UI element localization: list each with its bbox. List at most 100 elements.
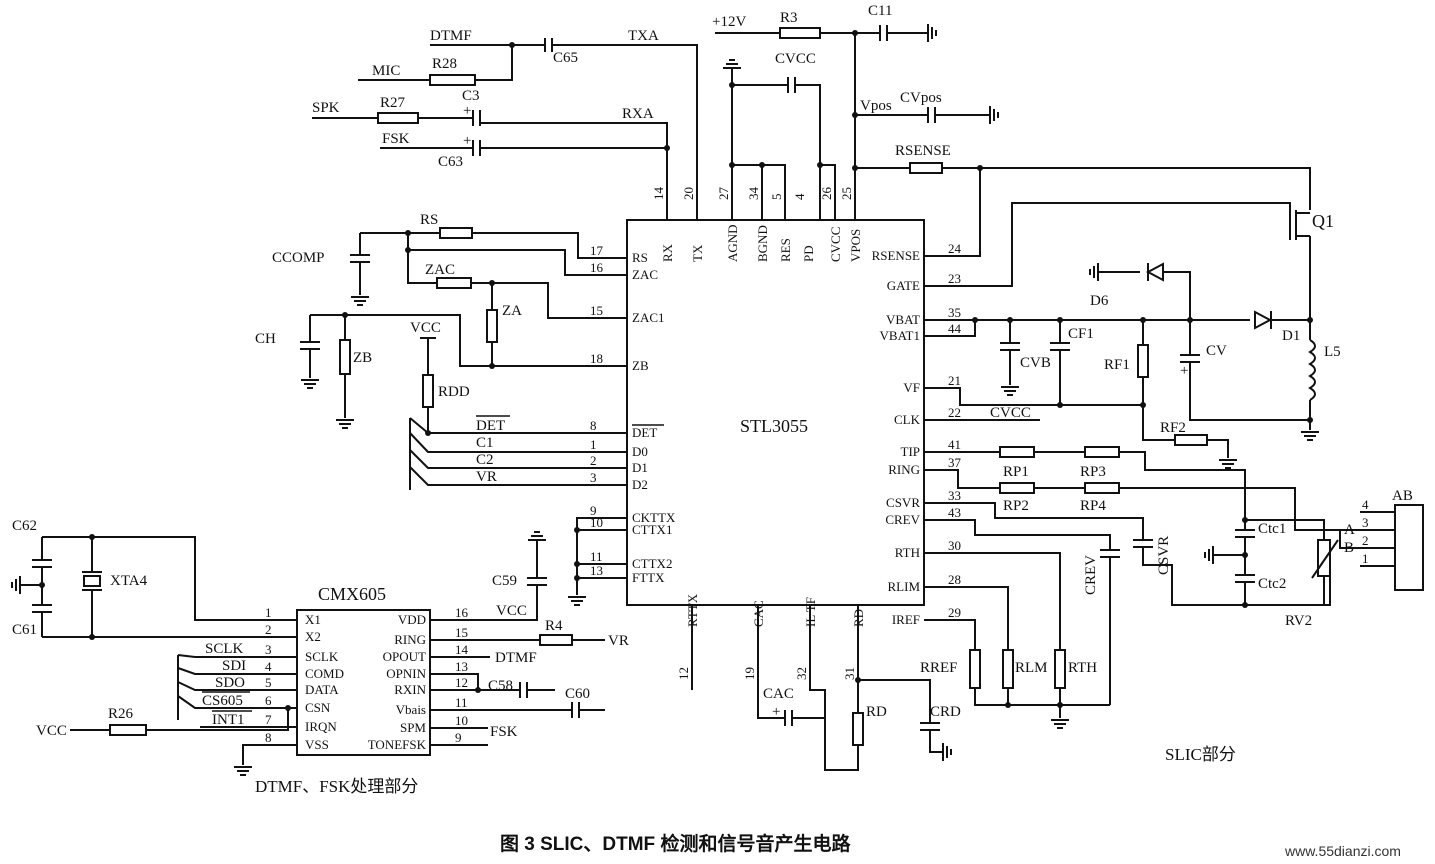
stl-pin-name-35: VBAT xyxy=(886,312,920,327)
label-ctc1: Ctc1 xyxy=(1258,521,1286,537)
label-rp2: RP2 xyxy=(1003,498,1029,514)
label-rth: RTH xyxy=(1068,660,1097,676)
stl-pin-name-15: ZAC1 xyxy=(632,310,665,325)
stl-pin-num-29: 29 xyxy=(948,605,961,620)
stl-pin-name-27: AGND xyxy=(725,224,740,262)
stl-pin-name-32: IL TF xyxy=(803,597,818,627)
label-plus-c3: + xyxy=(463,103,471,119)
label-c3: C3 xyxy=(462,88,480,104)
control-wiring xyxy=(409,337,627,490)
cmx605-name: CMX605 xyxy=(318,584,386,604)
stl-pin-name-22: CLK xyxy=(894,412,921,427)
stl-pin-name-41: TIP xyxy=(901,444,921,459)
label-c63: C63 xyxy=(438,154,463,170)
label-a: A xyxy=(1344,522,1355,538)
stl-pin-name-23: GATE xyxy=(887,278,920,293)
stl-pin-num-33: 33 xyxy=(948,488,961,503)
cmx-pin-name-3: SCLK xyxy=(305,649,339,664)
label-d1: D1 xyxy=(1282,328,1300,344)
stl-pin-name-44: VBAT1 xyxy=(880,328,920,343)
watermark: www.55dianzi.com xyxy=(1284,843,1401,859)
cmx-pin-name-8: VSS xyxy=(305,737,329,752)
stl-pin-name-19: CAC xyxy=(751,600,766,627)
stl-pin-name-25: VPOS xyxy=(848,229,863,262)
cmx-pin-num-5: 5 xyxy=(265,675,272,690)
label-rp3: RP3 xyxy=(1080,464,1106,480)
stl-pin-num-22: 22 xyxy=(948,405,961,420)
label-za: ZA xyxy=(502,303,522,319)
label-cvb: CVB xyxy=(1020,355,1051,371)
label-12v: +12V xyxy=(712,14,746,30)
stl-pin-num-4: 4 xyxy=(792,193,807,200)
cmx-pin-name-13: OPNIN xyxy=(386,666,426,681)
cmx-pin-num-3: 3 xyxy=(265,642,272,657)
stl-pin-num-5: 5 xyxy=(769,194,784,201)
stl-pin-num-11: 11 xyxy=(590,549,603,564)
stl-pin-num-37: 37 xyxy=(948,455,962,470)
label-l5: L5 xyxy=(1324,344,1341,360)
label-ab: AB xyxy=(1392,488,1413,504)
label-rd: RD xyxy=(866,704,887,720)
stl-pin-name-1: D0 xyxy=(632,444,648,459)
label-plus-c63: + xyxy=(463,133,471,149)
label-rref: RREF xyxy=(920,660,958,676)
cmx-pin-num-10: 10 xyxy=(455,713,468,728)
cmx-pin-name-4: COMD xyxy=(305,666,344,681)
stl-pin-num-43: 43 xyxy=(948,505,961,520)
label-dtmf-out: DTMF xyxy=(495,650,537,666)
label-fsk-out: FSK xyxy=(490,724,518,740)
section-slic-title: SLIC部分 xyxy=(1165,745,1236,764)
label-ab-4: 4 xyxy=(1362,497,1369,512)
stl-pin-name-29: IREF xyxy=(892,612,920,627)
cmx-pin-name-9: TONEFSK xyxy=(368,737,427,752)
stl-pin-num-41: 41 xyxy=(948,437,961,452)
label-ab-3: 3 xyxy=(1362,515,1369,530)
label-ch: CH xyxy=(255,331,276,347)
stl-pin-num-15: 15 xyxy=(590,303,603,318)
stl-pin-num-27: 27 xyxy=(716,187,731,201)
stl-pin-name-43: CREV xyxy=(885,512,920,527)
power-wiring xyxy=(924,202,1320,441)
label-c60: C60 xyxy=(565,686,590,702)
stl-pin-name-26: CVCC xyxy=(828,227,843,262)
label-crd: CRD xyxy=(930,704,961,720)
stl-pin-num-32: 32 xyxy=(794,667,809,680)
stl-pin-num-2: 2 xyxy=(590,453,597,468)
label-txa: TXA xyxy=(628,28,659,44)
label-xta4: XTA4 xyxy=(110,573,148,589)
label-b: B xyxy=(1344,540,1354,556)
stl-pin-name-4: PD xyxy=(801,245,816,262)
cmx-pin-num-12: 12 xyxy=(455,675,468,690)
cmx-pin-name-14: OPOUT xyxy=(383,649,426,664)
label-cac: CAC xyxy=(763,686,794,702)
label-cvcc-clk: CVCC xyxy=(990,405,1031,421)
label-rf2: RF2 xyxy=(1160,420,1186,436)
label-r26: R26 xyxy=(108,706,134,722)
label-c62: C62 xyxy=(12,518,37,534)
stl-pin-name-31: RD xyxy=(851,609,866,627)
cmx605-chip xyxy=(296,609,431,756)
stl-pin-num-25: 25 xyxy=(839,187,854,200)
cmx-pin-num-14: 14 xyxy=(455,642,469,657)
ref-wiring xyxy=(924,552,1110,729)
stl-pin-name-12: RTTX xyxy=(685,593,700,627)
cmx-pin-num-2: 2 xyxy=(265,622,272,637)
section-dtmf-title: DTMF、FSK处理部分 xyxy=(255,777,418,796)
stl-pin-num-28: 28 xyxy=(948,572,961,587)
label-r28: R28 xyxy=(432,56,457,72)
cmx-pin-num-13: 13 xyxy=(455,659,468,674)
cmx-pin-num-15: 15 xyxy=(455,625,468,640)
label-cvcc-top: CVCC xyxy=(775,51,816,67)
stl-pin-name-11: CTTX2 xyxy=(632,556,672,571)
label-rs: RS xyxy=(420,212,438,228)
cmx-pin-num-8: 8 xyxy=(265,730,272,745)
label-rv2: RV2 xyxy=(1285,613,1312,629)
stl-pin-name-21: VF xyxy=(903,380,920,395)
label-spk: SPK xyxy=(312,100,340,116)
label-ccomp: CCOMP xyxy=(272,250,325,266)
label-mic: MIC xyxy=(372,63,400,79)
label-c59: C59 xyxy=(492,573,517,589)
label-r27: R27 xyxy=(380,95,406,111)
